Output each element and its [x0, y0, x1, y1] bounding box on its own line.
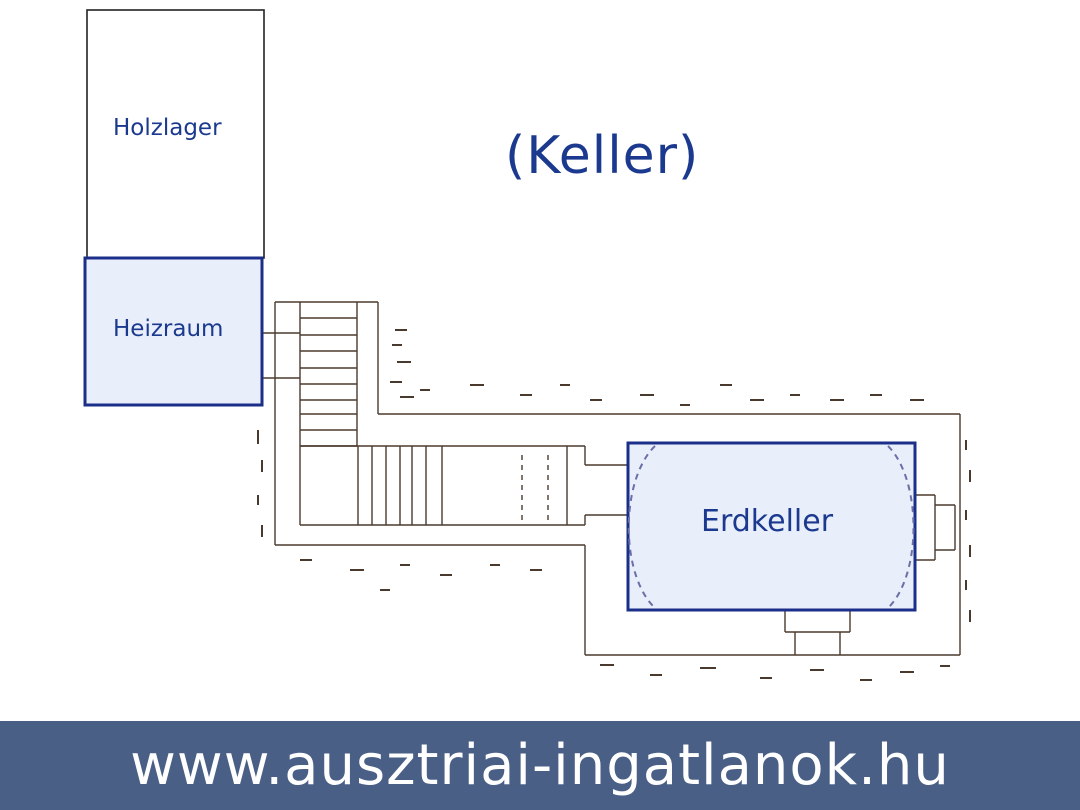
- footer-url[interactable]: www.ausztriai-ingatlanok.hu: [130, 733, 950, 798]
- stair-sketch: [263, 301, 961, 656]
- ground-hatching: [257, 329, 971, 681]
- heizraum-room: [83, 256, 264, 407]
- page-title: (Keller): [505, 126, 700, 186]
- erdkeller-vault-outline: [627, 445, 915, 609]
- heizraum-label: Heizraum: [113, 316, 224, 342]
- footer-banner: www.ausztriai-ingatlanok.hu: [0, 721, 1080, 810]
- holzlager-label: Holzlager: [113, 115, 222, 141]
- erdkeller-room: [626, 441, 917, 612]
- erdkeller-label: Erdkeller: [701, 504, 834, 539]
- holzlager-room: [86, 9, 265, 259]
